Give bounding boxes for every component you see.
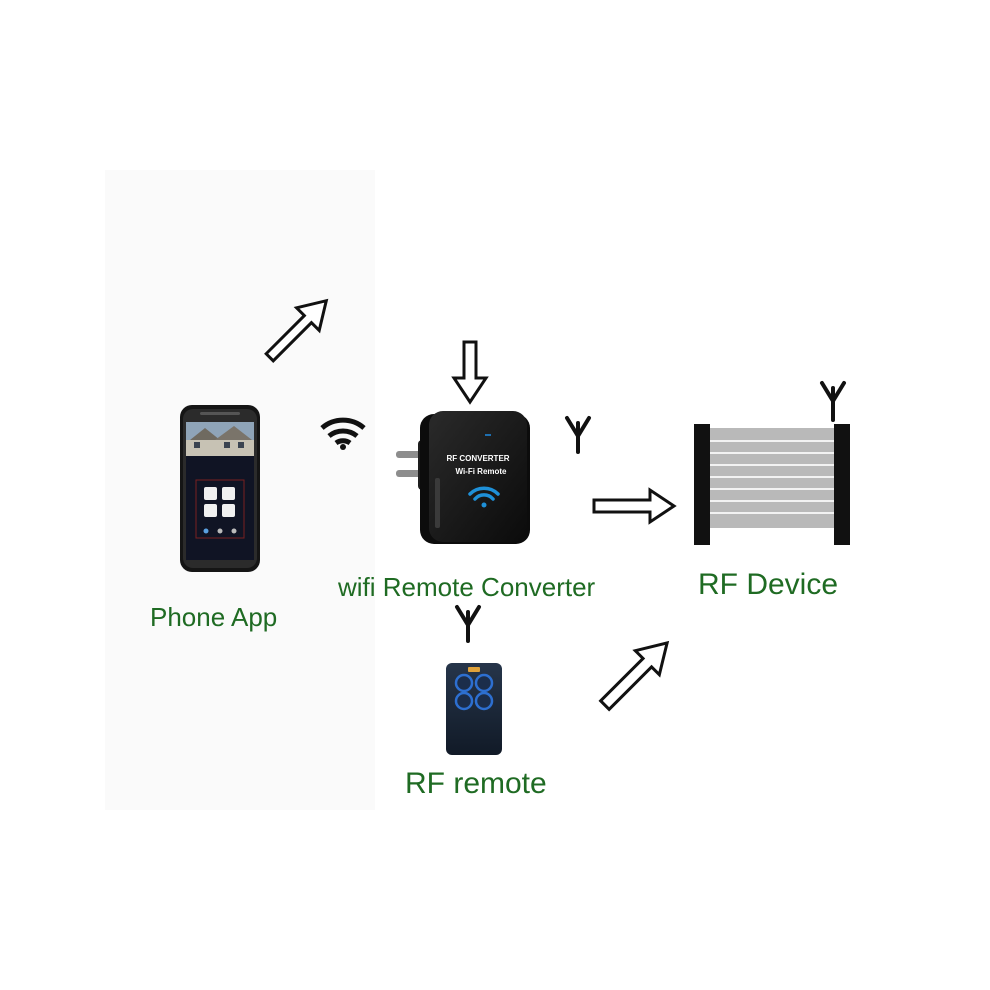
antenna-icon	[820, 381, 846, 422]
device-text-wifi-remote: Wi-Fi Remote	[455, 467, 507, 476]
arrow-phone-to-cloud	[264, 298, 329, 363]
wifi-remote-converter-label: wifi Remote Converter	[338, 572, 596, 602]
converter-device-illustration: RF CONVERTER Wi-Fi Remote	[396, 411, 530, 544]
rf-remote-illustration	[446, 663, 502, 755]
wifi-signal-icon	[320, 417, 366, 450]
rf-device-label: RF Device	[698, 568, 839, 601]
wifi-signal-icon	[468, 486, 500, 508]
antenna-icon	[565, 416, 591, 454]
rf-remote-label: RF remote	[405, 767, 547, 800]
arrow-remote-to-device	[598, 640, 670, 712]
antenna-icon	[455, 605, 481, 643]
arrow-into-converter	[451, 340, 489, 405]
phone-app-label: Phone App	[150, 602, 278, 632]
device-text-rf-converter: RF CONVERTER	[446, 454, 509, 463]
rf-device-garage-door-illustration	[694, 424, 850, 545]
smartphone-illustration	[180, 405, 260, 572]
arrow-converter-to-device	[592, 487, 677, 525]
